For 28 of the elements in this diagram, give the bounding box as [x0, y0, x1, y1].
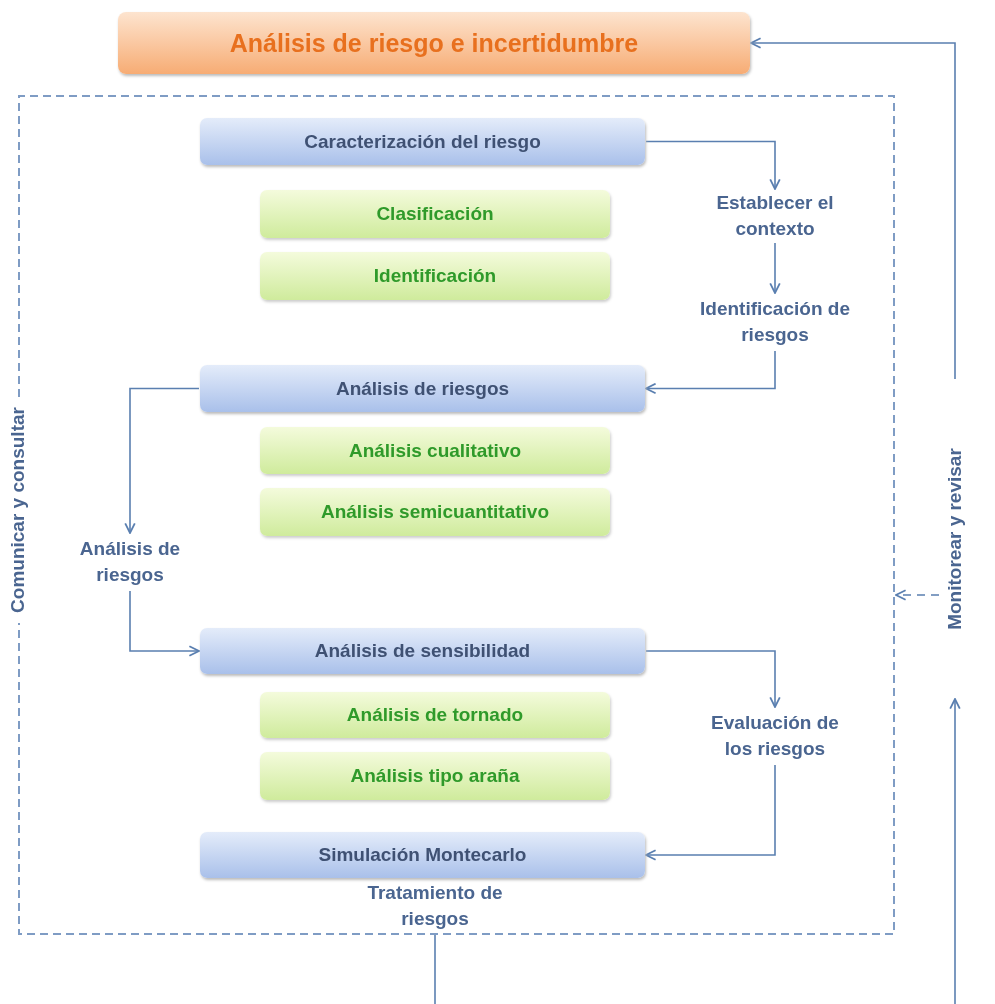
arrow: [645, 650, 781, 708]
arrow: [895, 589, 940, 601]
arrow: [645, 140, 781, 190]
method-box: Análisis cualitativo: [260, 427, 610, 474]
arrow: [769, 242, 781, 294]
step-text: Identificación de riesgos: [690, 294, 860, 350]
rotated-label: Comunicar y consultar: [6, 407, 29, 613]
title-box: Análisis de riesgo e incertidumbre: [118, 12, 750, 74]
arrow: [750, 37, 956, 380]
rotated-label: Monitorear y revisar: [943, 448, 966, 630]
process-box: Análisis de riesgos: [200, 365, 645, 412]
arrow: [129, 590, 200, 657]
arrow: [645, 350, 776, 395]
method-box: Identificación: [260, 252, 610, 300]
method-box: Análisis semicuantitativo: [260, 488, 610, 536]
process-box: Simulación Montecarlo: [200, 832, 645, 878]
step-text: Establecer el contexto: [700, 190, 850, 242]
arrow: [949, 698, 961, 1004]
process-box: Análisis de sensibilidad: [200, 628, 645, 674]
step-text: Análisis de riesgos: [60, 534, 200, 590]
process-box: Caracterización del riesgo: [200, 118, 645, 165]
arrow: [124, 387, 200, 534]
step-text: Evaluación de los riesgos: [700, 708, 850, 764]
method-box: Clasificación: [260, 190, 610, 238]
method-box: Análisis tipo araña: [260, 752, 610, 800]
step-text: Tratamiento de riesgos: [360, 878, 510, 934]
method-box: Análisis de tornado: [260, 692, 610, 738]
arrow: [645, 764, 776, 861]
